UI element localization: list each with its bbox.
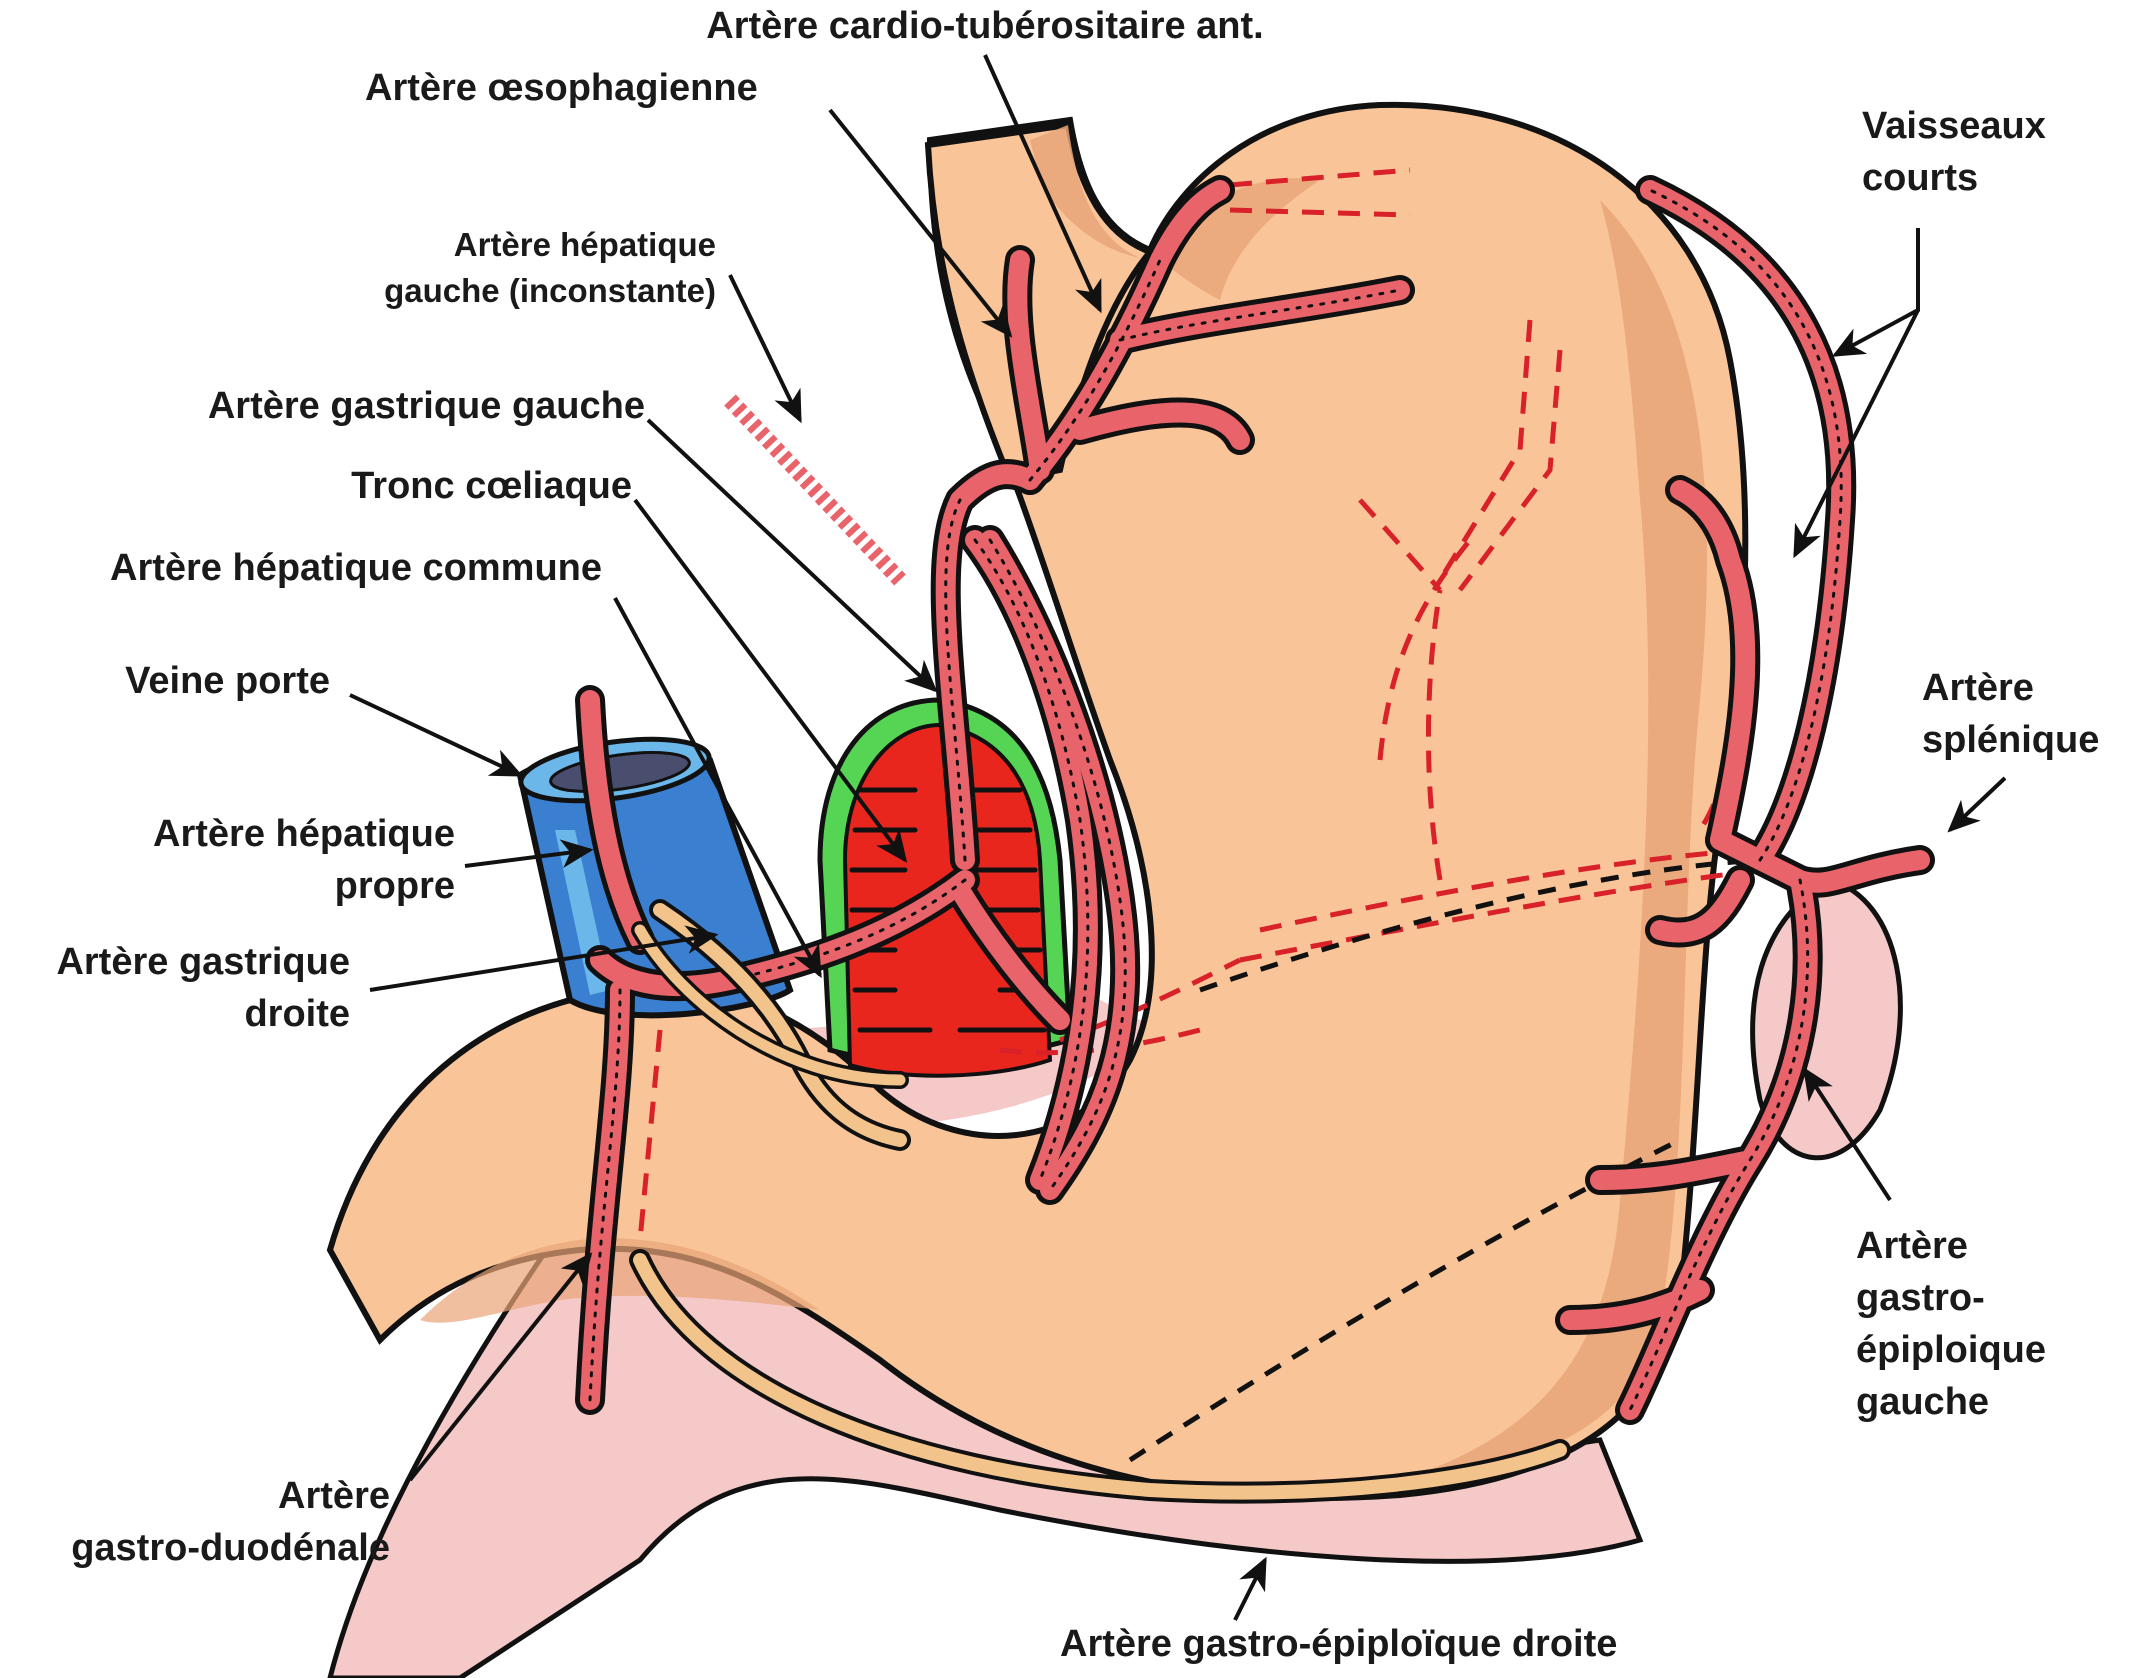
- leader-hepatique-propre: [464, 839, 594, 868]
- leader-hepatique-gauche: [728, 274, 802, 424]
- label-arteria-oesophagienne: Artère œsophagienne: [365, 67, 758, 109]
- label-arteria-gastro-duodenale: Artère gastro-duodénale: [71, 1475, 390, 1569]
- leader-splenique: [1947, 776, 2007, 833]
- hidden-vessels: [597, 167, 1761, 1241]
- label-arteria-hepatique-propre: Artère hépatique propre: [153, 813, 455, 907]
- stomach: [326, 101, 1749, 1502]
- leader-lines: [349, 54, 2007, 1621]
- label-arteria-cardio-tuberositaire: Artère cardio-tubérositaire ant.: [706, 5, 1264, 47]
- label-veine-porte: Veine porte: [125, 660, 330, 702]
- label-arteria-gastrique-droite: Artère gastrique droite: [56, 941, 350, 1035]
- label-vaisseaux-courts: Vaisseaux courts: [1862, 105, 2046, 199]
- leader-oesophagienne: [828, 108, 1013, 338]
- leader-gastrique-gauche: [646, 418, 938, 693]
- left-hepatic-artery-inconstant: [724, 394, 906, 586]
- leader-hepatique-commune: [613, 597, 822, 979]
- label-arteria-hepatique-commune: Artère hépatique commune: [110, 547, 602, 589]
- label-arteria-gastrique-gauche: Artère gastrique gauche: [207, 385, 645, 427]
- leader-gastro-duodenale: [408, 1252, 593, 1482]
- leader-veine-porte: [349, 693, 524, 777]
- artery-network: [575, 175, 1935, 1425]
- label-arteria-gastro-epiploique-droite: Artère gastro-épiploïque droite: [1060, 1623, 1618, 1665]
- leader-cardio-tuberositaire: [983, 54, 1102, 314]
- label-arteria-splenique: Artère splénique: [1922, 667, 2100, 761]
- leader-gastrique-droite: [369, 925, 719, 992]
- label-tronc-coeliaque: Tronc cœliaque: [351, 465, 632, 507]
- leader-tronc-coeliaque: [633, 498, 908, 863]
- label-arteria-hepatique-gauche: Artère hépatique gauche (inconstante): [384, 226, 716, 309]
- label-arteria-gastro-epiploique-gauche: Artère gastro- épiploique gauche: [1856, 1225, 2046, 1423]
- leader-gastro-epiploique-droite: [1233, 1556, 1267, 1621]
- leader-gastro-epiploique-gauche: [1803, 1066, 1892, 1202]
